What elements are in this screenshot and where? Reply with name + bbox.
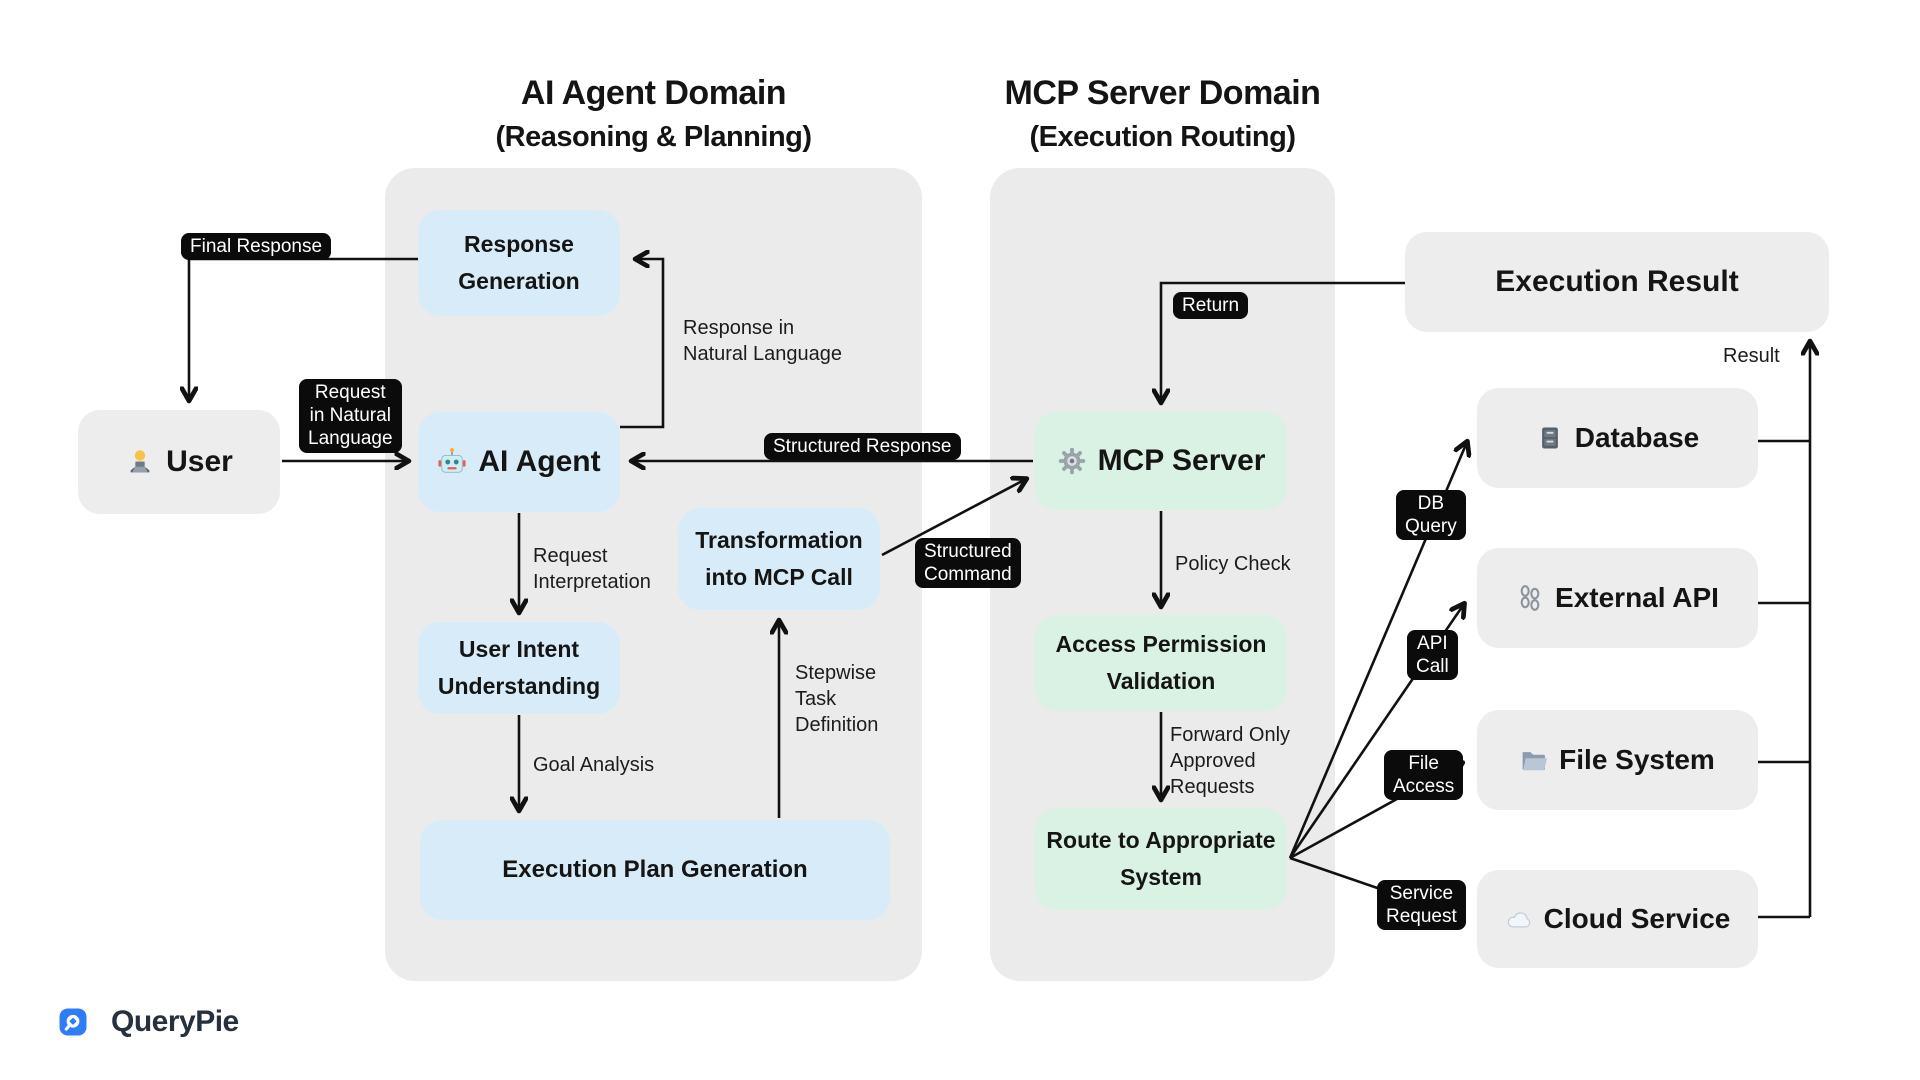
ai-agent-domain-title-line2: (Reasoning & Planning): [495, 121, 812, 153]
node-mcp-server: MCP Server: [1035, 412, 1287, 510]
edge-label-service-request: Service Request: [1377, 880, 1466, 931]
node-user-intent-understanding: User Intent Understanding: [418, 622, 620, 714]
edge-label-result: Result: [1723, 345, 1780, 367]
node-ai-agent-label: AI Agent: [478, 445, 601, 478]
node-access-permission-label: Access Permission Validation: [1055, 630, 1267, 694]
node-access-permission-validation: Access Permission Validation: [1035, 615, 1287, 711]
edge-label-policy-check: Policy Check: [1175, 553, 1291, 575]
node-external-api-label: External API: [1555, 582, 1719, 613]
querypie-logo-icon: [58, 1007, 88, 1037]
edge-label-forward-only-approved-requests: Forward Only Approved Requests: [1170, 724, 1291, 798]
edge-label-goal-analysis: Goal Analysis: [533, 754, 655, 776]
edge-label-file-access: File Access: [1384, 750, 1464, 801]
file-cabinet-icon: [1536, 424, 1564, 452]
node-user: User: [78, 410, 280, 514]
chains-icon: [1516, 584, 1544, 612]
edge-label-return: Return: [1173, 292, 1249, 320]
ai-agent-domain-title-line1: AI Agent Domain: [520, 74, 787, 112]
mcp-server-domain-title: MCP Server Domain (Execution Routing): [990, 74, 1335, 154]
arrow-structured-command: [881, 479, 1026, 557]
ai-agent-domain-title: AI Agent Domain (Reasoning & Planning): [385, 74, 922, 154]
node-mcp-server-label: MCP Server: [1097, 444, 1266, 477]
node-cloud-service-label: Cloud Service: [1543, 903, 1731, 934]
edge-label-request-in-natural-language: Request in Natural Language: [299, 379, 402, 453]
node-user-intent-label: User Intent Understanding: [437, 635, 601, 699]
node-execution-result-label: Execution Result: [1495, 265, 1739, 298]
edge-label-api-call: API Call: [1407, 630, 1458, 681]
node-transformation-label: Transformation into MCP Call: [695, 526, 863, 590]
node-execution-result: Execution Result: [1405, 232, 1829, 332]
node-user-label: User: [166, 445, 233, 478]
robot-icon: [437, 447, 467, 477]
mcp-server-domain-title-line2: (Execution Routing): [1029, 121, 1296, 153]
node-execution-plan-generation: Execution Plan Generation: [420, 820, 890, 920]
node-transformation-into-mcp-call: Transformation into MCP Call: [678, 508, 880, 610]
node-ai-agent: AI Agent: [418, 412, 620, 512]
brand-name: QueryPie: [111, 1005, 239, 1038]
node-route-label: Route to Appropriate System: [1046, 826, 1276, 890]
node-response-generation-label: Response Generation: [458, 230, 580, 294]
node-response-generation: Response Generation: [418, 210, 620, 316]
arrow-return: [1161, 281, 1405, 402]
node-database: Database: [1477, 388, 1758, 488]
node-file-system: File System: [1477, 710, 1758, 810]
edge-label-structured-command: Structured Command: [915, 538, 1021, 589]
edge-label-stepwise-task-definition: Stepwise Task Definition: [795, 662, 879, 736]
brand-footer: QueryPie: [58, 1005, 239, 1039]
edge-label-final-response: Final Response: [181, 233, 332, 261]
edge-label-response-in-natural-language: Response in Natural Language: [683, 317, 843, 365]
mcp-server-domain-title-line1: MCP Server Domain: [1004, 74, 1321, 112]
edge-label-request-interpretation: Request Interpretation: [533, 545, 651, 593]
edge-label-db-query: DB Query: [1396, 490, 1466, 541]
node-file-system-label: File System: [1559, 744, 1715, 775]
edge-label-structured-response: Structured Response: [764, 433, 961, 461]
arrow-agent-to-response-generation: [620, 259, 665, 429]
node-database-label: Database: [1574, 422, 1700, 453]
node-cloud-service: Cloud Service: [1477, 870, 1758, 968]
node-external-api: External API: [1477, 548, 1758, 648]
node-route-to-appropriate-system: Route to Appropriate System: [1035, 808, 1287, 910]
node-execution-plan-label: Execution Plan Generation: [502, 856, 808, 883]
technologist-icon: [125, 447, 155, 477]
open-folder-icon: [1520, 746, 1548, 774]
cloud-icon: [1505, 905, 1533, 933]
gear-icon: [1057, 446, 1087, 476]
